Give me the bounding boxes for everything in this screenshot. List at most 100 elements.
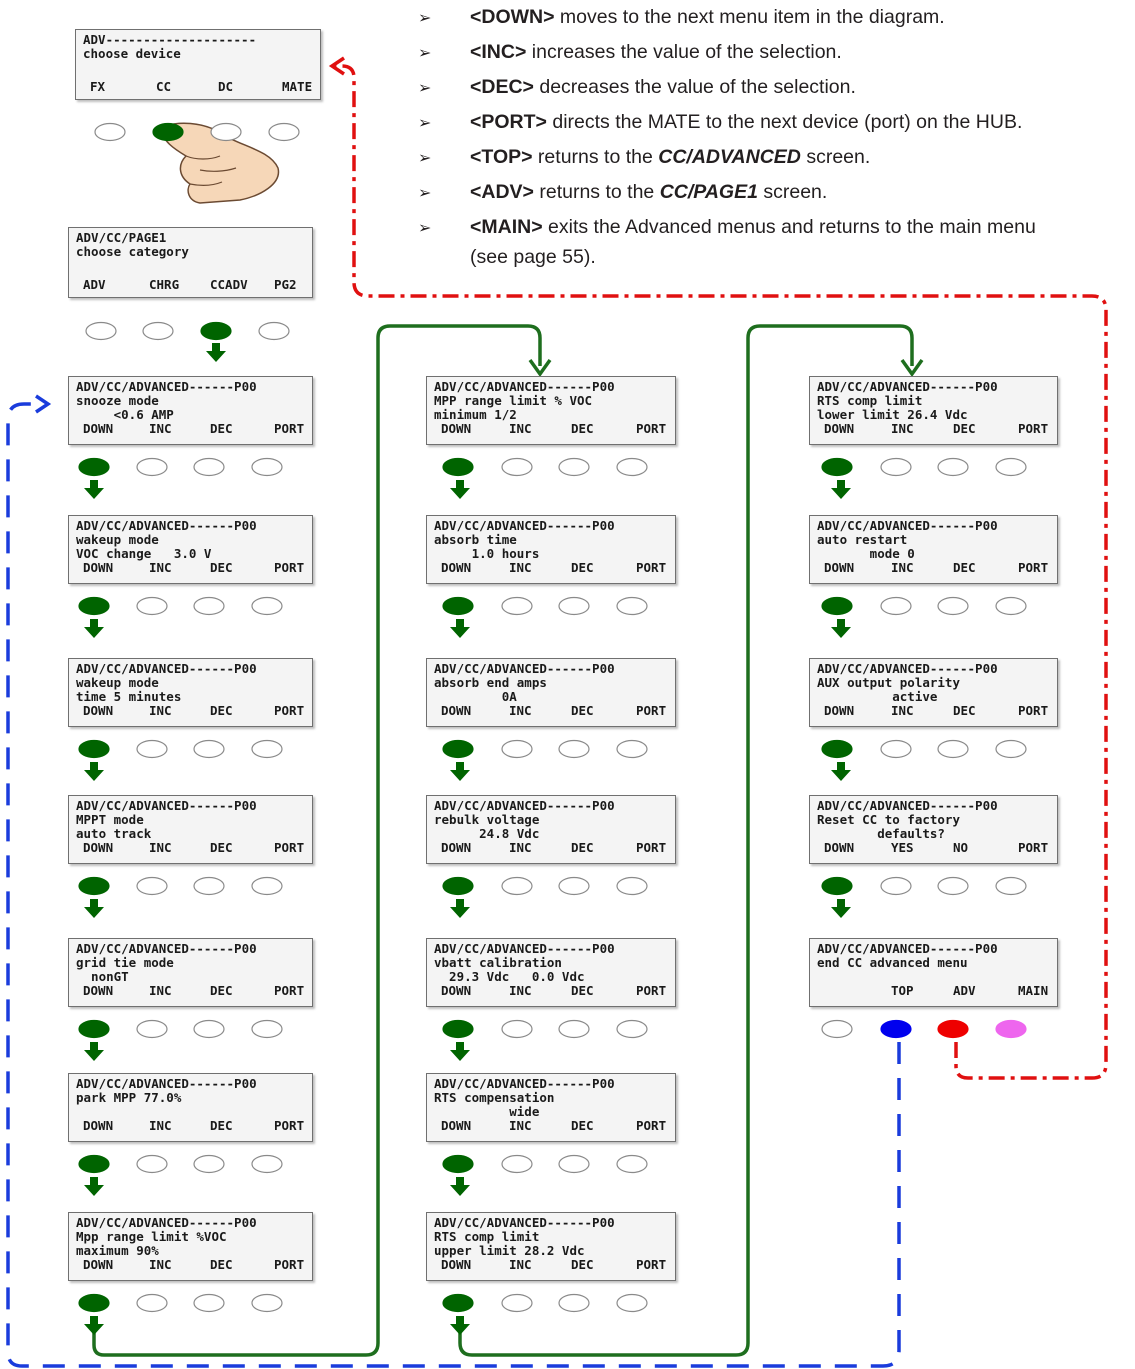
soft-key-label: PORT — [274, 703, 305, 718]
lcd-line: ADV/CC/ADVANCED------P00 — [76, 798, 257, 813]
softkey-button[interactable] — [251, 1154, 283, 1174]
softkey-button[interactable] — [268, 122, 300, 142]
soft-key-label: PORT — [274, 840, 305, 855]
softkey-button-cc[interactable] — [152, 122, 184, 142]
softkey-button[interactable] — [880, 739, 912, 759]
softkey-button-down[interactable] — [442, 457, 474, 477]
softkey-button-down[interactable] — [442, 739, 474, 759]
softkey-button[interactable] — [558, 739, 590, 759]
softkey-button[interactable] — [136, 876, 168, 896]
softkey-button[interactable] — [501, 1019, 533, 1039]
softkey-button[interactable] — [880, 876, 912, 896]
softkey-button[interactable] — [616, 457, 648, 477]
softkey-button[interactable] — [558, 1019, 590, 1039]
softkey-button[interactable] — [937, 876, 969, 896]
softkey-button[interactable] — [501, 457, 533, 477]
softkey-button-down[interactable] — [78, 1154, 110, 1174]
softkey-button[interactable] — [258, 321, 290, 341]
softkey-button[interactable] — [142, 321, 174, 341]
softkey-button[interactable] — [995, 876, 1027, 896]
softkey-button[interactable] — [558, 596, 590, 616]
softkey-button-ccadv[interactable] — [200, 321, 232, 341]
softkey-button[interactable] — [136, 1019, 168, 1039]
softkey-button[interactable] — [193, 876, 225, 896]
softkey-button[interactable] — [501, 596, 533, 616]
softkey-button[interactable] — [193, 1154, 225, 1174]
softkey-button[interactable] — [85, 321, 117, 341]
softkey-button[interactable] — [251, 739, 283, 759]
soft-key-label: DC — [218, 79, 234, 94]
softkey-button-down[interactable] — [442, 1154, 474, 1174]
softkey-button[interactable] — [995, 457, 1027, 477]
softkey-button-down[interactable] — [442, 876, 474, 896]
softkey-button[interactable] — [193, 1293, 225, 1313]
softkey-button[interactable] — [501, 1154, 533, 1174]
softkey-button[interactable] — [251, 596, 283, 616]
softkey-button[interactable] — [136, 596, 168, 616]
softkey-button[interactable] — [558, 1293, 590, 1313]
softkey-button[interactable] — [616, 739, 648, 759]
softkey-button[interactable] — [251, 1293, 283, 1313]
softkey-button-down[interactable] — [78, 596, 110, 616]
softkey-button[interactable] — [501, 739, 533, 759]
softkey-button[interactable] — [501, 1293, 533, 1313]
softkey-button[interactable] — [251, 876, 283, 896]
softkey-button-down[interactable] — [78, 876, 110, 896]
softkey-button[interactable] — [193, 739, 225, 759]
softkey-button[interactable] — [193, 596, 225, 616]
softkey-button[interactable] — [616, 1154, 648, 1174]
softkey-button-down[interactable] — [442, 1293, 474, 1313]
softkey-button[interactable] — [251, 1019, 283, 1039]
legend-text: returns to the — [532, 146, 659, 168]
softkey-button[interactable] — [558, 1154, 590, 1174]
softkey-button[interactable] — [558, 457, 590, 477]
softkey-button[interactable] — [616, 1019, 648, 1039]
softkey-button[interactable] — [193, 457, 225, 477]
softkey-button[interactable] — [251, 457, 283, 477]
softkey-button[interactable] — [616, 596, 648, 616]
lcd-line: lower limit 26.4 Vdc — [817, 407, 968, 422]
softkey-button[interactable] — [937, 596, 969, 616]
softkey-button-down[interactable] — [442, 1019, 474, 1039]
softkey-button-down[interactable] — [78, 1293, 110, 1313]
softkey-button[interactable] — [880, 457, 912, 477]
lcd-line: Mpp range limit %VOC — [76, 1229, 227, 1244]
softkey-button[interactable] — [136, 739, 168, 759]
softkey-button[interactable] — [558, 876, 590, 896]
softkey-button-down[interactable] — [821, 876, 853, 896]
soft-key-label: PORT — [274, 1118, 305, 1133]
soft-key-label: INC — [509, 703, 532, 718]
softkey-button[interactable] — [136, 1154, 168, 1174]
softkey-button[interactable] — [937, 739, 969, 759]
lcd-line: snooze mode — [76, 393, 159, 408]
softkey-button[interactable] — [210, 122, 242, 142]
softkey-button[interactable] — [995, 739, 1027, 759]
softkey-button[interactable] — [136, 457, 168, 477]
lcd-line: ADV/CC/ADVANCED------P00 — [434, 1215, 615, 1230]
softkey-button-main[interactable] — [995, 1019, 1027, 1039]
softkey-button-adv[interactable] — [937, 1019, 969, 1039]
softkey-button-down[interactable] — [78, 457, 110, 477]
softkey-button[interactable] — [995, 596, 1027, 616]
lcd-line: grid tie mode — [76, 955, 174, 970]
soft-key-label: DEC — [571, 983, 594, 998]
softkey-button-down[interactable] — [821, 457, 853, 477]
softkey-button[interactable] — [937, 457, 969, 477]
softkey-button-down[interactable] — [821, 596, 853, 616]
softkey-button[interactable] — [821, 1019, 853, 1039]
softkey-button-down[interactable] — [821, 739, 853, 759]
softkey-button-down[interactable] — [78, 1019, 110, 1039]
softkey-button[interactable] — [880, 596, 912, 616]
softkey-button[interactable] — [193, 1019, 225, 1039]
softkey-button[interactable] — [136, 1293, 168, 1313]
softkey-button[interactable] — [94, 122, 126, 142]
lcd-line: ADV/CC/ADVANCED------P00 — [817, 798, 998, 813]
softkey-button-top[interactable] — [880, 1019, 912, 1039]
softkey-button[interactable] — [501, 876, 533, 896]
softkey-button[interactable] — [616, 876, 648, 896]
softkey-button-down[interactable] — [442, 596, 474, 616]
softkey-button[interactable] — [616, 1293, 648, 1313]
softkey-button-down[interactable] — [78, 739, 110, 759]
